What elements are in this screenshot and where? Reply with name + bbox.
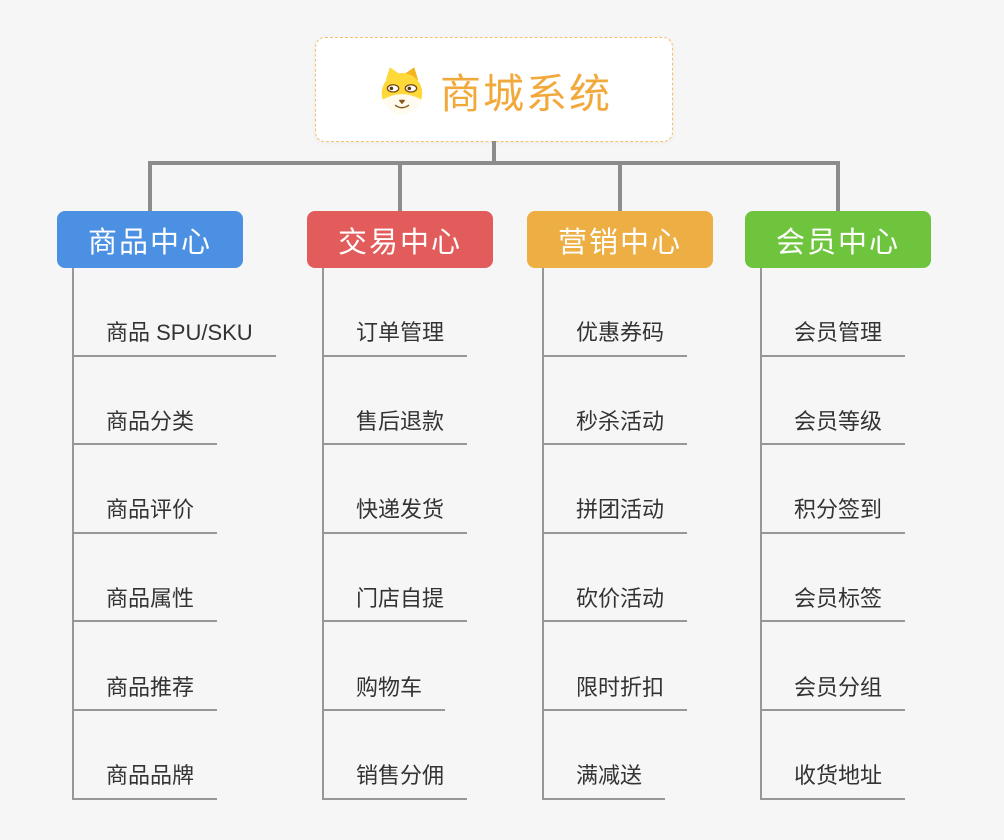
child-row: 砍价活动 xyxy=(542,534,787,623)
children-group: 会员管理 会员等级 积分签到 会员标签 会员分组 收货地址 xyxy=(760,268,1004,800)
child-row: 会员管理 xyxy=(760,268,1004,357)
child-node[interactable]: 售后退款 xyxy=(322,409,468,446)
connector-drop-members xyxy=(836,161,840,212)
connector-trunk xyxy=(542,268,544,800)
child-node[interactable]: 购物车 xyxy=(322,675,446,711)
child-row: 商品评价 xyxy=(72,445,317,534)
branch-node-trade[interactable]: 交易中心 xyxy=(307,211,493,268)
children-group: 订单管理 售后退款 快递发货 门店自提 购物车 销售分佣 xyxy=(322,268,567,800)
child-node[interactable]: 商品推荐 xyxy=(72,675,218,711)
child-row: 会员等级 xyxy=(760,357,1004,446)
child-node[interactable]: 会员等级 xyxy=(760,409,906,446)
child-node[interactable]: 拼团活动 xyxy=(542,497,688,534)
child-row: 秒杀活动 xyxy=(542,357,787,446)
child-row: 商品推荐 xyxy=(72,622,317,711)
branch-column-members: 会员中心 会员管理 会员等级 积分签到 会员标签 会员分组 收货地址 xyxy=(745,211,1004,800)
child-node[interactable]: 订单管理 xyxy=(322,320,468,357)
child-node[interactable]: 积分签到 xyxy=(760,497,906,534)
child-row: 快递发货 xyxy=(322,445,567,534)
root-node[interactable]: 商城系统 xyxy=(315,37,673,142)
child-node[interactable]: 会员管理 xyxy=(760,320,906,357)
child-row: 售后退款 xyxy=(322,357,567,446)
child-row: 商品分类 xyxy=(72,357,317,446)
branch-node-marketing[interactable]: 营销中心 xyxy=(527,211,713,268)
branch-column-marketing: 营销中心 优惠券码 秒杀活动 拼团活动 砍价活动 限时折扣 满减送 xyxy=(527,211,787,800)
child-row: 收货地址 xyxy=(760,711,1004,800)
child-node[interactable]: 商品分类 xyxy=(72,409,218,446)
child-node[interactable]: 砍价活动 xyxy=(542,586,688,623)
children-group: 优惠券码 秒杀活动 拼团活动 砍价活动 限时折扣 满减送 xyxy=(542,268,787,800)
child-row: 优惠券码 xyxy=(542,268,787,357)
child-row: 购物车 xyxy=(322,622,567,711)
child-row: 会员标签 xyxy=(760,534,1004,623)
connector-trunk xyxy=(760,268,762,800)
branch-column-products: 商品中心 商品 SPU/SKU 商品分类 商品评价 商品属性 商品推荐 商品品牌 xyxy=(57,211,317,800)
child-node[interactable]: 销售分佣 xyxy=(322,763,468,800)
child-row: 商品品牌 xyxy=(72,711,317,800)
child-node[interactable]: 商品 SPU/SKU xyxy=(72,320,276,357)
connector-trunk xyxy=(72,268,74,800)
child-node[interactable]: 商品评价 xyxy=(72,497,218,534)
child-node[interactable]: 门店自提 xyxy=(322,586,468,623)
child-node[interactable]: 会员分组 xyxy=(760,675,906,711)
root-title: 商城系统 xyxy=(440,70,612,117)
dog-icon xyxy=(381,66,423,114)
connector-trunk xyxy=(322,268,324,800)
child-node[interactable]: 会员标签 xyxy=(760,586,906,623)
children-group: 商品 SPU/SKU 商品分类 商品评价 商品属性 商品推荐 商品品牌 xyxy=(72,268,317,800)
child-node[interactable]: 收货地址 xyxy=(760,763,906,800)
child-node[interactable]: 满减送 xyxy=(542,763,666,800)
child-row: 限时折扣 xyxy=(542,622,787,711)
connector-drop-marketing xyxy=(618,161,622,212)
child-row: 会员分组 xyxy=(760,622,1004,711)
child-node[interactable]: 优惠券码 xyxy=(542,320,688,357)
branch-node-products[interactable]: 商品中心 xyxy=(57,211,243,268)
child-node[interactable]: 商品属性 xyxy=(72,586,218,623)
child-node[interactable]: 商品品牌 xyxy=(72,763,218,800)
connector-bus xyxy=(148,161,840,165)
child-node[interactable]: 秒杀活动 xyxy=(542,409,688,446)
connector-root-stem xyxy=(492,141,496,165)
child-node[interactable]: 限时折扣 xyxy=(542,675,688,711)
child-row: 商品 SPU/SKU xyxy=(72,268,317,357)
child-row: 订单管理 xyxy=(322,268,567,357)
child-node[interactable]: 快递发货 xyxy=(322,497,468,534)
child-row: 门店自提 xyxy=(322,534,567,623)
connector-drop-products xyxy=(148,161,152,212)
child-row: 拼团活动 xyxy=(542,445,787,534)
connector-drop-trade xyxy=(398,161,402,212)
branch-node-members[interactable]: 会员中心 xyxy=(745,211,931,268)
child-row: 积分签到 xyxy=(760,445,1004,534)
child-row: 销售分佣 xyxy=(322,711,567,800)
child-row: 商品属性 xyxy=(72,534,317,623)
child-row: 满减送 xyxy=(542,711,787,800)
branch-column-trade: 交易中心 订单管理 售后退款 快递发货 门店自提 购物车 销售分佣 xyxy=(307,211,567,800)
